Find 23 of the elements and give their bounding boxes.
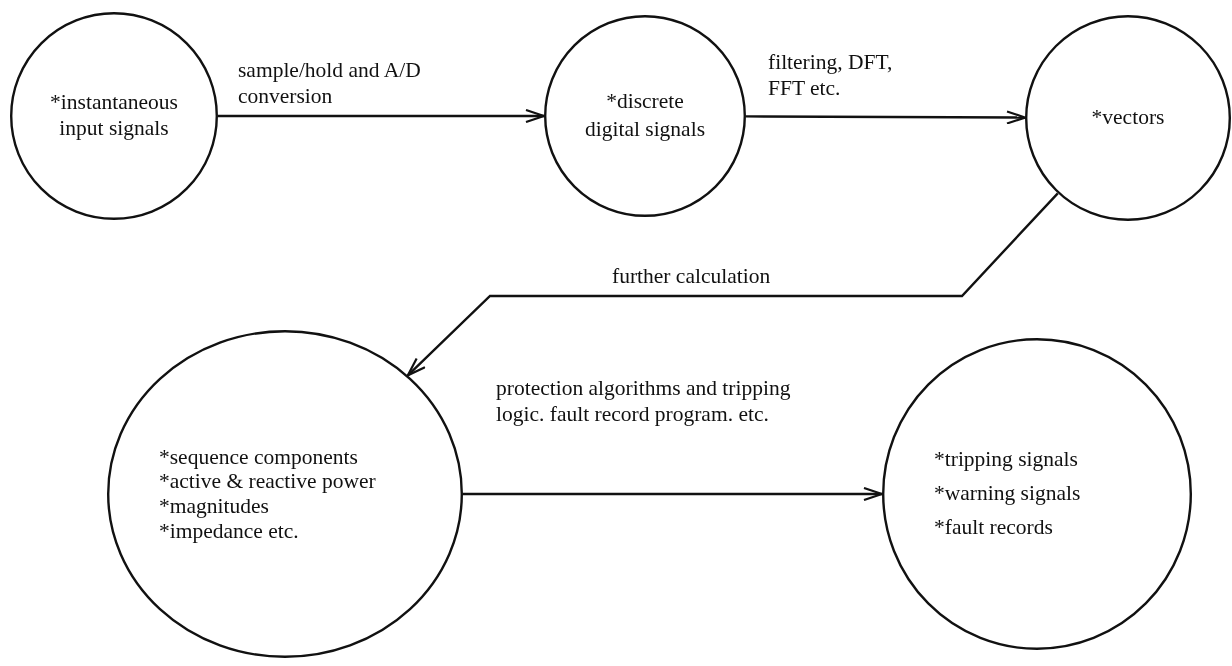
edge-label: sample/hold and A/D conversion (238, 58, 422, 110)
process-circle (1025, 15, 1231, 221)
process-circle (10, 12, 218, 220)
node-text: *fault records (934, 514, 1053, 541)
node-text: *magnitudes (159, 494, 269, 519)
node-text: *instantaneous input signals (49, 90, 179, 142)
node-text: *active & reactive power (159, 469, 376, 494)
edge-label: protection algorithms and tripping logic. fault record program. etc. (496, 376, 792, 428)
node-text: *vectors (1091, 105, 1165, 131)
process-circle (107, 330, 463, 658)
process-circle (544, 15, 746, 217)
edge-label: further calculation (612, 264, 772, 290)
node-text: *impedance etc. (159, 518, 299, 544)
node-text: *sequence components (159, 444, 358, 470)
node-text: *warning signals (934, 481, 1081, 507)
arrow (746, 110, 1027, 125)
process-circle (882, 338, 1192, 650)
arrow (406, 192, 1059, 377)
edge-label: filtering, DFT, FFT etc. (768, 50, 894, 102)
arrow (463, 486, 884, 502)
node-text: *tripping signals (934, 447, 1078, 474)
node-text: *discrete digital signals (584, 88, 706, 143)
arrow (218, 108, 546, 124)
